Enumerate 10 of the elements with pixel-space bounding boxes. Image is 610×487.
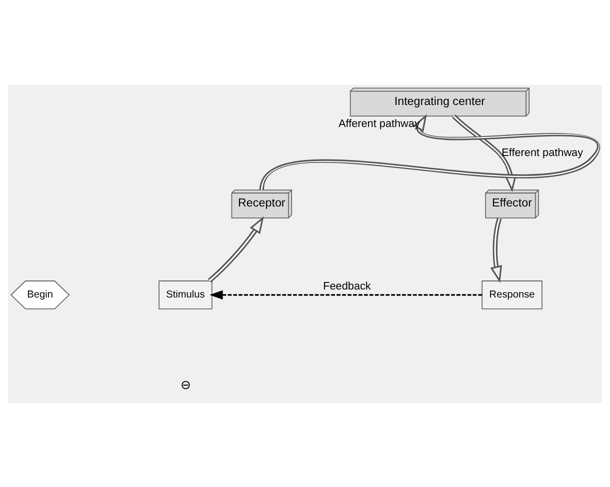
arrow <box>490 217 502 283</box>
node-box: Response <box>482 280 542 309</box>
arrow <box>452 114 517 192</box>
edge-label: Feedback <box>323 280 371 292</box>
arrow <box>259 114 600 190</box>
label: ⊖ <box>180 377 190 392</box>
arrow <box>210 290 482 300</box>
edge-label: Efferent pathway <box>502 146 584 158</box>
arrow <box>208 216 264 282</box>
node-box: Stimulus <box>158 280 212 309</box>
